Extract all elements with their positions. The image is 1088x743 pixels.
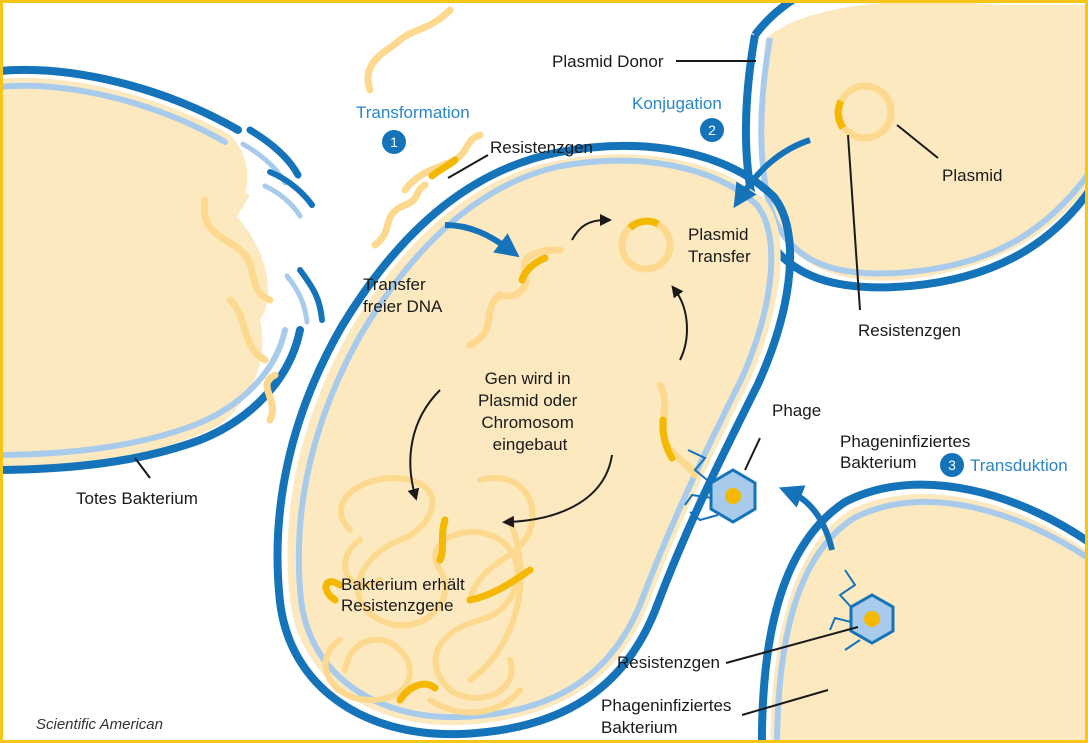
label-gen-wird-line: Chromosom [481,413,574,432]
label-phageninfiziertes-top-line: Bakterium [840,453,917,472]
label-phage: Phage [772,401,821,420]
label-gen-wird-line: Gen wird in [485,369,571,388]
label-transfer-dna-line: Transfer [363,275,426,294]
label-gen-wird-line: Plasmid oder [478,391,578,410]
label-phageninfiziertes-top-line: Phageninfiziertes [840,432,970,451]
leader-totes-bakterium [135,458,150,478]
label-plasmid-donor: Plasmid Donor [552,52,664,71]
label-phageninfiziertes-bottom-line: Bakterium [601,718,678,737]
svg-text:1: 1 [390,134,398,150]
label-bakterium-erhaelt-line: Resistenzgene [341,596,453,615]
label-totes-bakterium: Totes Bakterium [76,489,198,508]
leader-phage [745,438,760,470]
label-transduktion: Transduktion [970,456,1068,475]
free-dna-fragment [405,135,480,190]
label-resistenzgen-bottom: Resistenzgen [617,653,720,672]
label-bakterium-erhaelt-line: Bakterium erhält [341,575,465,594]
label-konjugation: Konjugation [632,94,722,113]
label-plasmid-transfer-line: Transfer [688,247,751,266]
credit-text: Scientific American [36,716,163,733]
label-plasmid: Plasmid [942,166,1002,185]
label-resistenzgen-top: Resistenzgen [490,138,593,157]
label-phageninfiziertes-bottom: Phageninfiziertes Bakterium [601,696,736,737]
step-badge-2: 2 [700,118,724,142]
free-dna-fragment [368,10,450,90]
free-dna-fragment [375,185,425,245]
phage-dna-core [864,611,880,627]
dead-bacterium [0,70,322,470]
label-transfer-dna-line: freier DNA [363,297,443,316]
label-phageninfiziertes-bottom-line: Phageninfiziertes [601,696,731,715]
step-badge-3: 3 [940,453,964,477]
dead-bacterium-membrane-inner [287,276,307,322]
label-gen-wird-line: eingebaut [493,435,568,454]
svg-text:2: 2 [708,122,716,138]
label-plasmid-transfer-line: Plasmid [688,225,748,244]
svg-text:3: 3 [948,457,956,473]
step-badge-1: 1 [382,130,406,154]
label-transformation: Transformation [356,103,470,122]
label-resistenzgen-right: Resistenzgen [858,321,961,340]
dead-bacterium-membrane-outer [270,172,312,205]
chromosome-resistance-gene [440,520,445,560]
phage-dna-core [725,488,741,504]
infected-bacterium [762,485,1088,743]
